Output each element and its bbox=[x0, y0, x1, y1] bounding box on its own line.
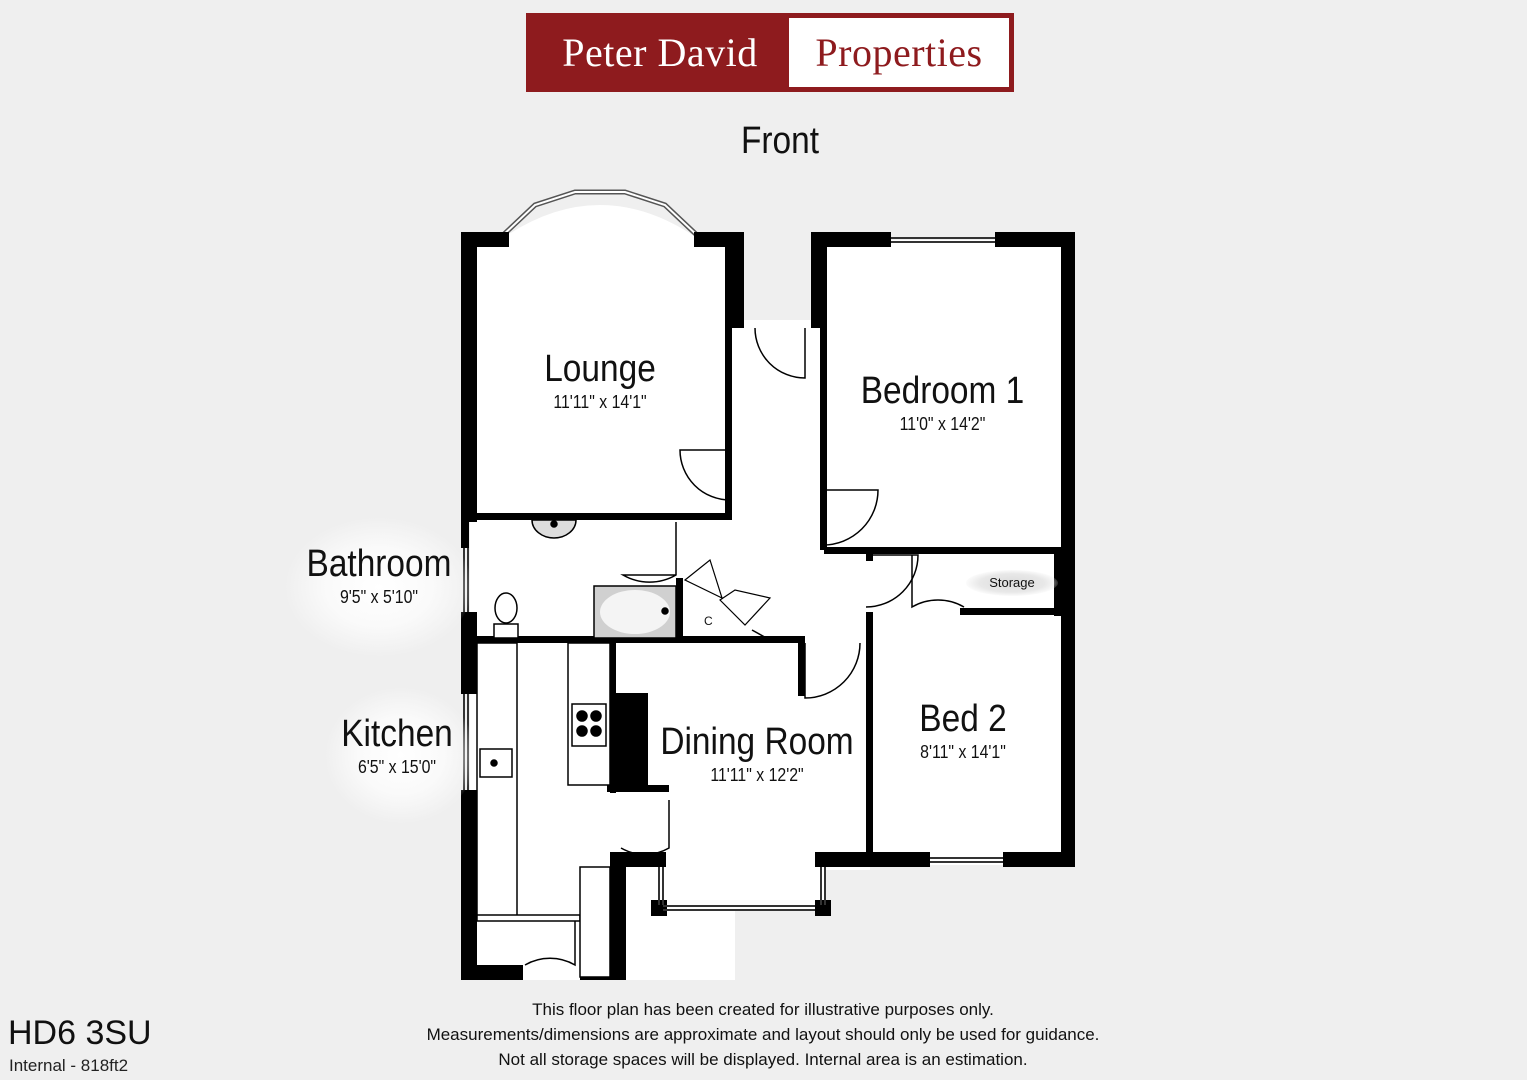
dining-room-label: Dining Room 11'11" x 12'2" bbox=[654, 721, 860, 787]
storage-label: Storage bbox=[966, 570, 1058, 596]
lounge-label: Lounge 11'11" x 14'1" bbox=[530, 348, 671, 414]
room-dim-lounge: 11'11" x 14'1" bbox=[553, 392, 647, 412]
bed2-label: Bed 2 8'11" x 14'1" bbox=[901, 698, 1024, 764]
logo-right-text: Properties bbox=[789, 18, 1009, 87]
room-dim-bed2: 8'11" x 14'1" bbox=[920, 742, 1006, 762]
room-name-bathroom: Bathroom bbox=[306, 543, 452, 585]
walls bbox=[461, 232, 1075, 980]
logo-left-text: Peter David bbox=[562, 30, 758, 75]
fixtures bbox=[476, 519, 677, 978]
doors bbox=[524, 327, 965, 967]
disclaimer-line: This floor plan has been created for ill… bbox=[532, 1000, 994, 1019]
front-label: Front bbox=[740, 120, 820, 162]
hob bbox=[571, 703, 607, 747]
room-dim-bedroom1: 11'0" x 14'2" bbox=[899, 414, 986, 434]
room-name-bed2: Bed 2 bbox=[919, 698, 1007, 740]
disclaimer: This floor plan has been created for ill… bbox=[380, 997, 1146, 1072]
disclaimer-line: Not all storage spaces will be displayed… bbox=[498, 1050, 1028, 1069]
room-name-kitchen: Kitchen bbox=[341, 713, 453, 755]
bathroom-label-glow bbox=[286, 518, 472, 656]
room-dim-bathroom: 9'5" x 5'10" bbox=[339, 587, 419, 607]
room-name-bedroom1: Bedroom 1 bbox=[860, 370, 1025, 412]
room-dim-kitchen: 6'5" x 15'0" bbox=[357, 757, 437, 777]
kitchen-label-glow bbox=[326, 688, 476, 823]
postcode: HD6 3SU bbox=[8, 1014, 152, 1052]
kitchen-worktop bbox=[476, 642, 518, 919]
room-name-lounge: Lounge bbox=[544, 348, 656, 390]
internal-area: Internal - 818ft2 bbox=[9, 1056, 129, 1075]
toilet bbox=[494, 592, 518, 624]
bedroom1-label: Bedroom 1 11'0" x 14'2" bbox=[852, 370, 1032, 436]
basin bbox=[531, 519, 577, 539]
disclaimer-line: Measurements/dimensions are approximate … bbox=[426, 1025, 1100, 1044]
room-dim-dining: 11'11" x 12'2" bbox=[710, 765, 804, 785]
bathroom-label: Bathroom 9'5" x 5'10" bbox=[304, 543, 454, 609]
room-name-dining: Dining Room bbox=[660, 721, 854, 763]
company-logo: Peter David Properties bbox=[526, 13, 1014, 92]
kitchen-label: Kitchen 6'5" x 15'0" bbox=[331, 713, 463, 779]
cupboard-label: C bbox=[704, 614, 713, 628]
